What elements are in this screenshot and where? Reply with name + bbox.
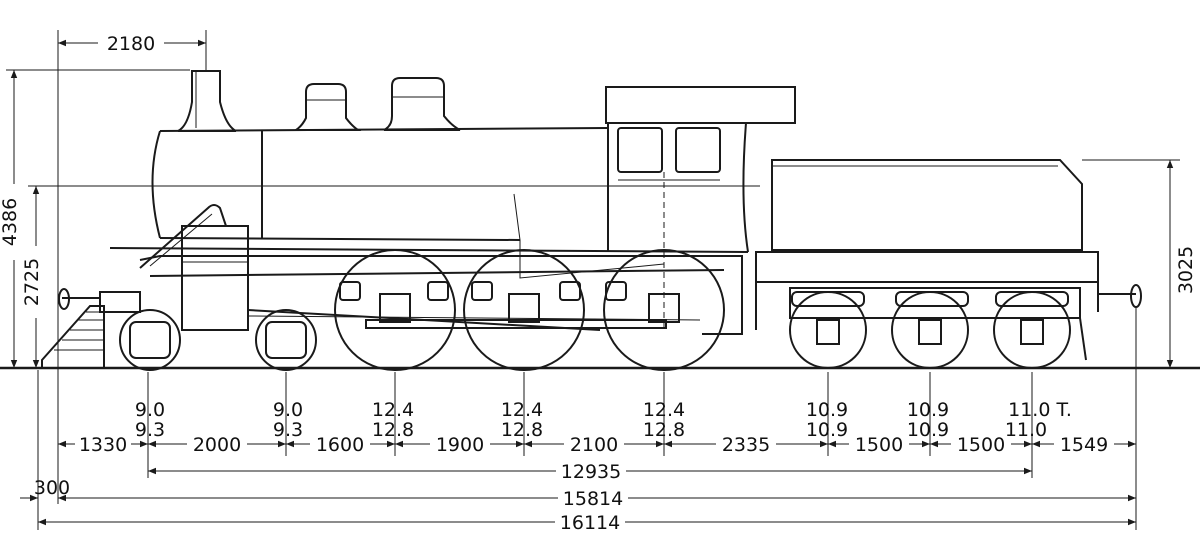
tender-wheel-1 xyxy=(789,291,867,369)
chimney xyxy=(177,70,237,132)
axle-load-top: 9.0 xyxy=(273,399,303,421)
spacing-label: 1500 xyxy=(855,434,903,456)
axle-load-bottom: 9.3 xyxy=(135,419,165,441)
tender-tank xyxy=(771,159,1083,251)
steam-dome-front xyxy=(292,83,362,131)
tender xyxy=(755,159,1142,361)
spacing-label: 2335 xyxy=(722,434,770,456)
axle-load-top: 12.4 xyxy=(643,399,685,421)
dim-boiler-height: 2725 xyxy=(21,258,43,306)
spacing-label: 1600 xyxy=(316,434,364,456)
wheels xyxy=(119,249,1071,371)
cab xyxy=(607,122,749,253)
axle-load-bottom: 10.9 xyxy=(806,419,848,441)
leading-wheel-1 xyxy=(119,309,181,371)
tender-wheel-3 xyxy=(993,291,1071,369)
axle-load-bottom: 12.8 xyxy=(501,419,543,441)
dim-overall-length: 16114 xyxy=(560,512,620,534)
buffer-beam xyxy=(99,291,141,313)
cylinder xyxy=(181,225,249,331)
axle-load-top: 10.9 xyxy=(907,399,949,421)
cab-window-left xyxy=(617,127,663,173)
dim-front-offset: 300 xyxy=(34,477,70,499)
cab-window-right xyxy=(675,127,721,173)
dim-total-wheelbase: 15814 xyxy=(563,488,623,510)
dim-overall-height: 4386 xyxy=(0,198,21,246)
dim-tender-height: 3025 xyxy=(1175,246,1197,294)
axle-load-bottom: 11.0 xyxy=(1005,419,1047,441)
axle-load-bottom: 10.9 xyxy=(907,419,949,441)
axle-load-top: 9.0 xyxy=(135,399,165,421)
spacing-label: 1900 xyxy=(436,434,484,456)
leading-wheel-2 xyxy=(255,309,317,371)
driving-wheel-1 xyxy=(334,249,456,371)
driving-wheel-3 xyxy=(603,249,725,371)
axle-loads: 9.0 9.3 9.0 9.3 12.4 12.8 12.4 12.8 12.4… xyxy=(135,399,1072,441)
axle-load-top: 10.9 xyxy=(806,399,848,421)
axle-load-top: 12.4 xyxy=(501,399,543,421)
axle-load-top: 12.4 xyxy=(372,399,414,421)
cab-roof xyxy=(605,86,796,124)
axle-load-top: 11.0 T. xyxy=(1008,399,1072,421)
spacing-labels: 1330 2000 1600 1900 2100 2335 1500 1500 … xyxy=(75,434,1114,456)
tender-wheel-2 xyxy=(891,291,969,369)
dim-engine-wheelbase: 12935 xyxy=(561,461,621,483)
axle-load-bottom: 12.8 xyxy=(372,419,414,441)
dim-chimney-offset: 2180 xyxy=(107,33,155,55)
driving-wheel-2 xyxy=(463,249,585,371)
locomotive-body xyxy=(41,70,796,369)
spacing-label: 1549 xyxy=(1060,434,1108,456)
axle-load-bottom: 12.8 xyxy=(643,419,685,441)
steam-dome-rear xyxy=(383,77,461,131)
cowcatcher xyxy=(41,305,105,369)
axle-load-bottom: 9.3 xyxy=(273,419,303,441)
spacing-label: 1500 xyxy=(957,434,1005,456)
spacing-label: 1330 xyxy=(79,434,127,456)
spacing-label: 2000 xyxy=(193,434,241,456)
spacing-label: 2100 xyxy=(570,434,618,456)
